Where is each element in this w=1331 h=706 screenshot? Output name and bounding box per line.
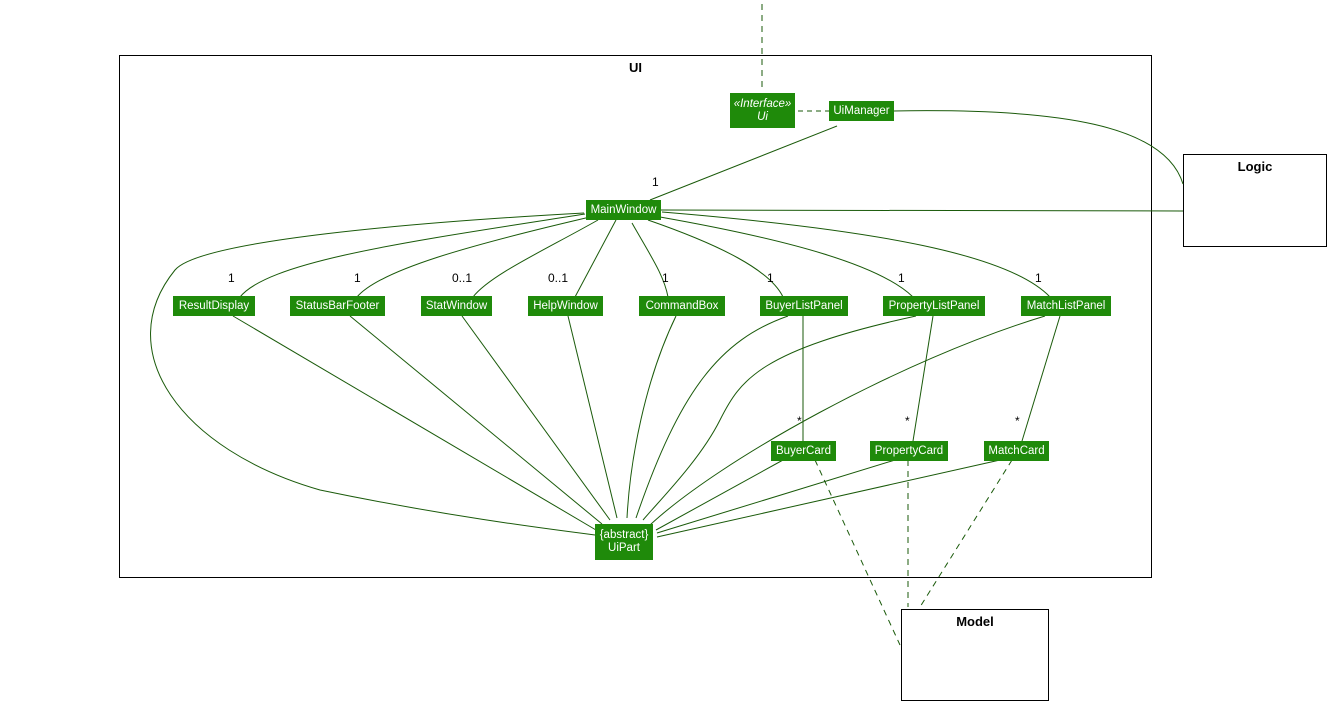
class-mainwindow[interactable]: MainWindow bbox=[586, 200, 661, 220]
class-statusbarfooter[interactable]: StatusBarFooter bbox=[290, 296, 385, 316]
class-uipart[interactable]: {abstract} UiPart bbox=[595, 524, 653, 560]
class-propertylistpanel[interactable]: PropertyListPanel bbox=[883, 296, 985, 316]
mult-statwindow: 0..1 bbox=[452, 271, 473, 285]
package-logic: Logic bbox=[1183, 154, 1327, 247]
class-ui-interface[interactable]: «Interface» Ui bbox=[730, 93, 795, 128]
ui-interface-name: Ui bbox=[757, 110, 768, 123]
mult-statusbarfooter: 1 bbox=[354, 271, 361, 285]
class-resultdisplay[interactable]: ResultDisplay bbox=[173, 296, 255, 316]
mult-mainwindow: 1 bbox=[652, 175, 659, 189]
mult-resultdisplay: 1 bbox=[228, 271, 235, 285]
mult-commandbox: 1 bbox=[662, 271, 669, 285]
class-buyerlistpanel[interactable]: BuyerListPanel bbox=[760, 296, 848, 316]
mult-buyercard: * bbox=[797, 414, 802, 428]
package-logic-title: Logic bbox=[1237, 159, 1273, 174]
ui-interface-stereotype: «Interface» bbox=[733, 97, 792, 110]
uipart-stereotype: {abstract} bbox=[599, 529, 649, 541]
class-helpwindow[interactable]: HelpWindow bbox=[528, 296, 603, 316]
package-model: Model bbox=[901, 609, 1049, 701]
package-model-title: Model bbox=[956, 614, 994, 629]
mult-buyerlistpanel: 1 bbox=[767, 271, 774, 285]
mult-helpwindow: 0..1 bbox=[548, 271, 569, 285]
mult-propertycard: * bbox=[905, 414, 910, 428]
class-buyercard[interactable]: BuyerCard bbox=[771, 441, 836, 461]
package-ui: UI bbox=[119, 55, 1152, 578]
class-matchlistpanel[interactable]: MatchListPanel bbox=[1021, 296, 1111, 316]
mult-matchcard: * bbox=[1015, 414, 1020, 428]
mult-propertylistpanel: 1 bbox=[898, 271, 905, 285]
class-statwindow[interactable]: StatWindow bbox=[421, 296, 492, 316]
uipart-name: UiPart bbox=[608, 542, 640, 554]
package-ui-title: UI bbox=[629, 60, 642, 75]
class-commandbox[interactable]: CommandBox bbox=[639, 296, 725, 316]
class-matchcard[interactable]: MatchCard bbox=[984, 441, 1049, 461]
class-propertycard[interactable]: PropertyCard bbox=[870, 441, 948, 461]
class-uimanager[interactable]: UiManager bbox=[829, 101, 894, 121]
mult-matchlistpanel: 1 bbox=[1035, 271, 1042, 285]
